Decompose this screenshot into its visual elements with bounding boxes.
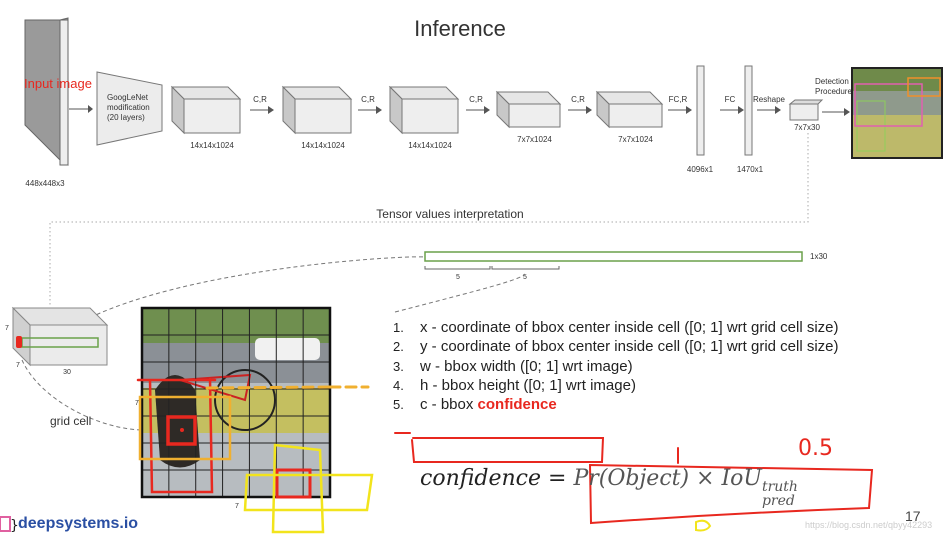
volume-size: 14x14x1024 xyxy=(301,141,345,150)
volume-block xyxy=(170,85,242,135)
svg-text:}: } xyxy=(10,518,19,534)
tensor-values-list: 1. x - coordinate of bbox center inside c… xyxy=(393,318,893,414)
detection-output-image xyxy=(851,67,943,159)
fc-size-1: 4096x1 xyxy=(687,165,714,174)
vector-1x30 xyxy=(424,251,803,262)
vector-label: 1x30 xyxy=(810,252,828,261)
vector-brackets xyxy=(424,266,560,270)
item-text: w - bbox width ([0; 1] wrt image) xyxy=(420,357,633,375)
grid-image xyxy=(140,306,332,499)
arrow-label: C,R xyxy=(253,95,267,104)
item-number: 3. xyxy=(393,358,404,374)
item-text: x - coordinate of bbox center inside cel… xyxy=(420,319,839,336)
cube-depth-label: 7 xyxy=(16,362,20,369)
page-number: 17 xyxy=(905,508,921,524)
item-number: 2. xyxy=(393,339,404,355)
item-number: 1. xyxy=(393,320,404,335)
handwritten-annotations xyxy=(136,377,874,534)
bracket-label-1: 5 xyxy=(456,274,460,281)
googlenet-label-1: GoogLeNet xyxy=(107,93,149,102)
list-item: 1. x - coordinate of bbox center inside c… xyxy=(393,318,893,337)
bracket-label-2: 5 xyxy=(523,274,527,281)
output-cube xyxy=(788,99,824,121)
dotted-connector xyxy=(49,133,809,305)
input-size: 448x448x3 xyxy=(25,179,65,188)
item-number: 5. xyxy=(393,397,404,413)
arrow-icon xyxy=(88,105,93,113)
list-item: 2. y - coordinate of bbox center inside c… xyxy=(393,337,893,356)
grid-side-label: 7 xyxy=(135,400,139,407)
volume-size: 7x7x1024 xyxy=(517,135,552,144)
input-image-panel: Input image xyxy=(24,17,92,166)
volume-block xyxy=(595,90,664,129)
formula-rhs: Pr(Object) × IoU xyxy=(573,466,762,491)
volume-block xyxy=(388,85,460,135)
cube-width-label: 30 xyxy=(63,369,71,376)
confidence-highlight: confidence xyxy=(477,396,557,414)
arrow-label: FC xyxy=(725,95,736,104)
grid-cell-label: grid cell xyxy=(50,414,91,428)
list-item: 5. c - bbox confidence xyxy=(393,395,893,414)
detection-label-2: Procedure xyxy=(815,87,852,96)
watermark: https://blog.csdn.net/qbyy42293 xyxy=(805,520,933,530)
googlenet-label-2: modification xyxy=(107,103,150,112)
formula-equals: = xyxy=(541,466,574,491)
detection-label-1: Detection xyxy=(815,77,849,86)
list-item: 3. w - bbox width ([0; 1] wrt image) xyxy=(393,357,893,376)
volume-size: 7x7x1024 xyxy=(618,135,653,144)
fc-size-2: 1470x1 xyxy=(737,165,764,174)
formula-superscript: truth xyxy=(761,479,798,495)
slide-title: Inference xyxy=(414,16,506,41)
item-text: h - bbox height ([0; 1] wrt image) xyxy=(420,376,636,394)
arrow-label: C,R xyxy=(361,95,375,104)
volume-block xyxy=(495,90,562,129)
fc-layer-4096 xyxy=(696,65,705,156)
formula-lhs: confidence xyxy=(420,466,542,491)
googlenet-label-3: (20 layers) xyxy=(107,113,145,122)
fc-layer-1470 xyxy=(744,65,753,156)
formula-subscript: pred xyxy=(761,493,795,509)
handwritten-note: 0.5 xyxy=(798,436,833,461)
interpretation-heading: Tensor values interpretation xyxy=(376,207,523,221)
input-label: Input image xyxy=(24,76,92,91)
cube-height-label: 7 xyxy=(5,325,9,332)
item-text: y - coordinate of bbox center inside cel… xyxy=(420,338,839,356)
arrow-label: C,R xyxy=(469,95,483,104)
volume-block xyxy=(281,85,353,135)
item-number: 4. xyxy=(393,377,404,393)
output-size: 7x7x30 xyxy=(794,123,820,132)
grid-bottom-label: 7 xyxy=(235,503,239,510)
deepsystems-logo-icon: } xyxy=(0,516,19,534)
footer-brand: deepsystems.io xyxy=(18,515,139,532)
tensor-cube xyxy=(11,306,109,367)
item-text: c - bbox xyxy=(420,396,478,414)
arrow-label: C,R xyxy=(571,95,585,104)
googlenet-block xyxy=(96,71,163,146)
arrow-label: FC,R xyxy=(669,95,688,104)
arrow-label: Reshape xyxy=(753,95,786,104)
volume-size: 14x14x1024 xyxy=(408,141,452,150)
volume-size: 14x14x1024 xyxy=(190,141,234,150)
list-item: 4. h - bbox height ([0; 1] wrt image) xyxy=(393,376,893,395)
